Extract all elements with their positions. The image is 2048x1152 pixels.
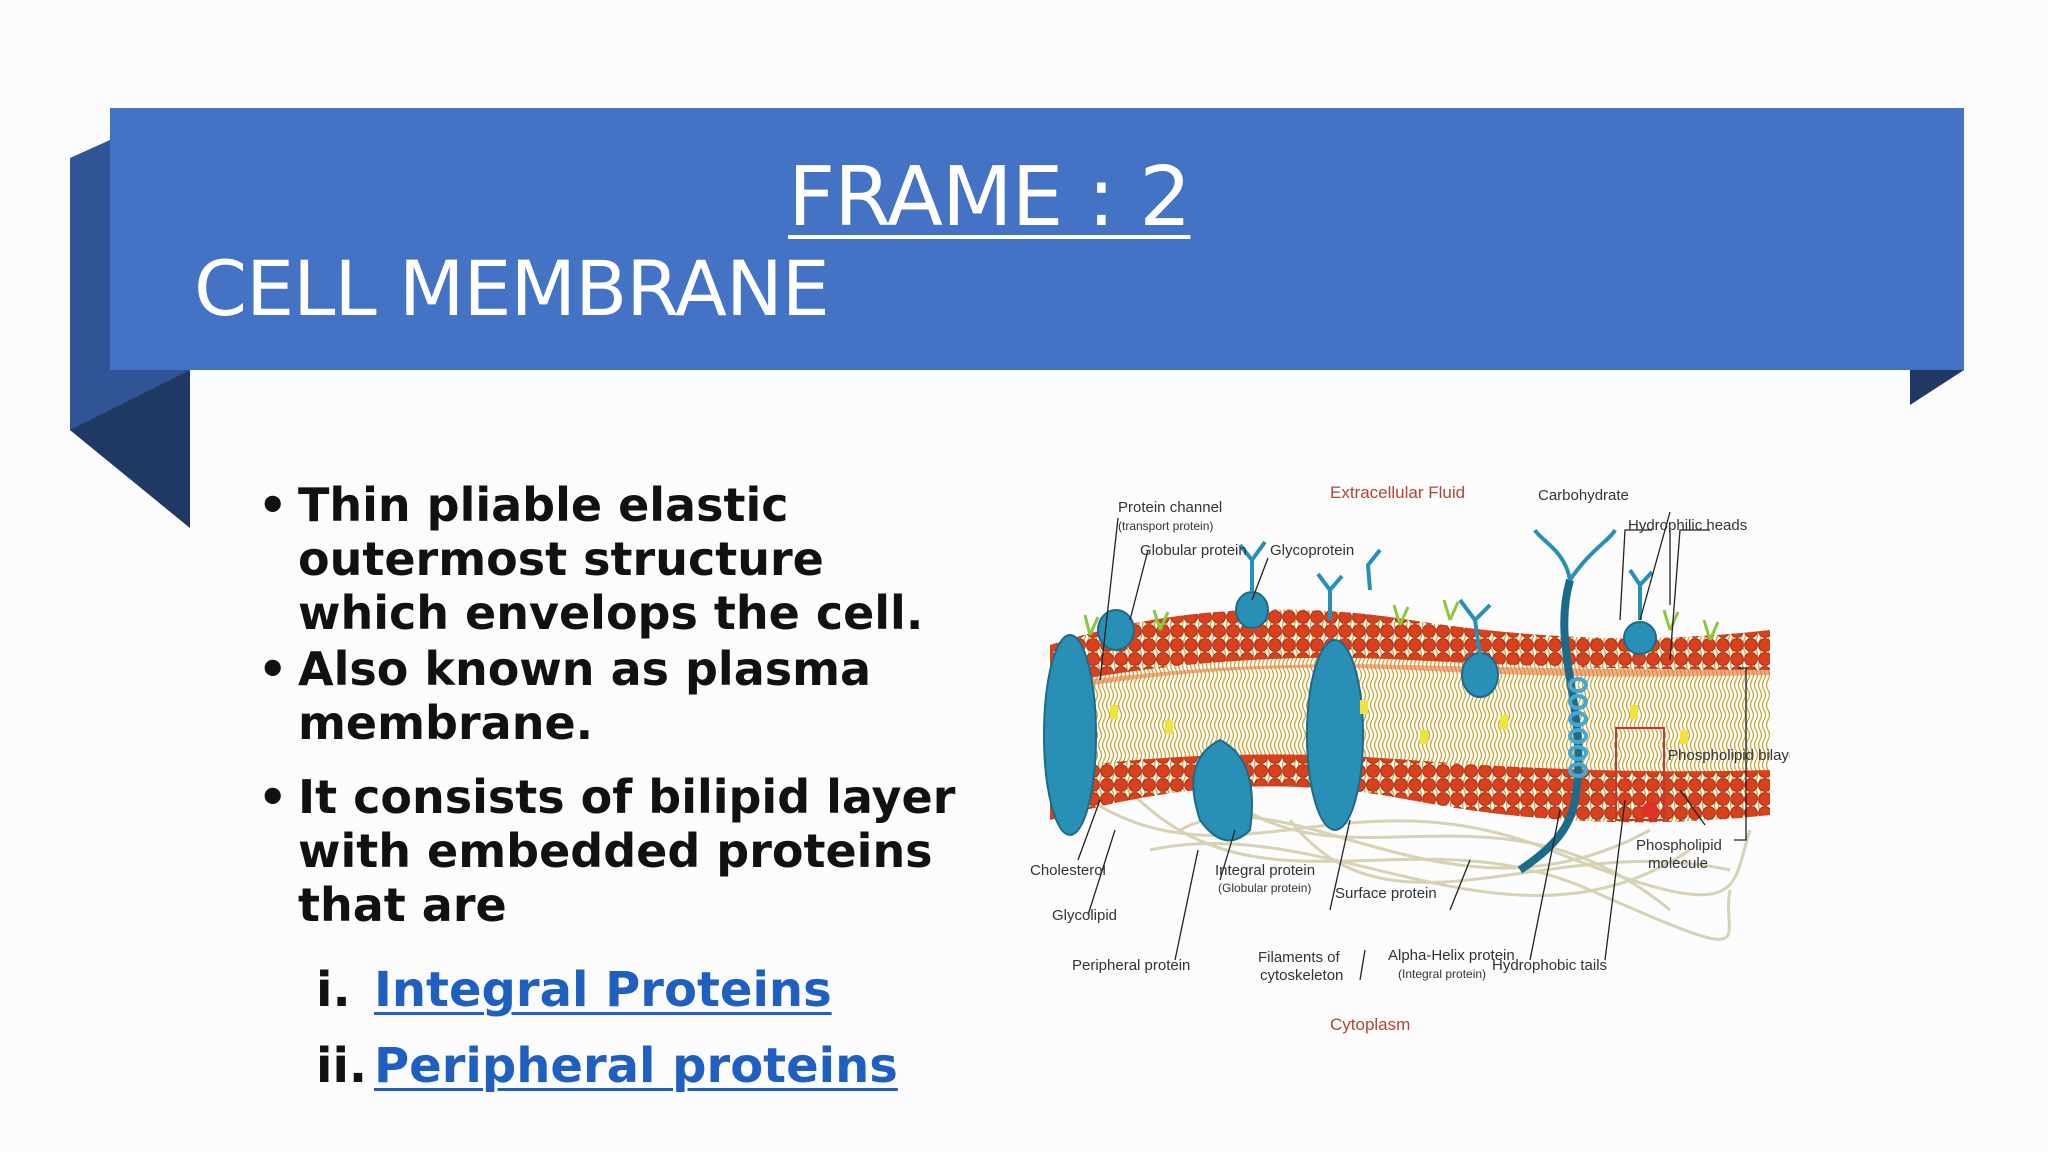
bullet-dot: • bbox=[258, 642, 288, 696]
alpha-helix-coils bbox=[1568, 677, 1588, 778]
bullet-item: •Thin pliable elastic outermost structur… bbox=[258, 478, 978, 640]
bullet-item: •It consists of bilipid layer with embed… bbox=[258, 770, 978, 932]
phospholipid-molecule-box bbox=[1615, 727, 1665, 821]
bullet-dot: • bbox=[258, 478, 288, 532]
phospholipid-bilayer bbox=[1050, 609, 1770, 823]
label-alpha-helix: Alpha-Helix protein bbox=[1388, 947, 1515, 964]
label-glycoprotein: Glycoprotein bbox=[1270, 542, 1354, 559]
slide-frame-title: FRAME : 2 bbox=[788, 150, 1191, 245]
label-cytoplasm: Cytoplasm bbox=[1330, 1015, 1410, 1034]
protein-type-list: i. Integral Proteins ii.Peripheral protei… bbox=[316, 952, 898, 1104]
label-carbohydrate: Carbohydrate bbox=[1538, 487, 1629, 504]
label-transport-protein: (transport protein) bbox=[1118, 519, 1213, 533]
bullet-text: Also known as plasma membrane. bbox=[298, 642, 872, 750]
membrane-proteins bbox=[1043, 578, 1657, 874]
bullet-dot: • bbox=[258, 770, 288, 824]
protein-type-item: ii.Peripheral proteins bbox=[316, 1028, 898, 1104]
phospholipid-molecule-head bbox=[1642, 802, 1658, 818]
label-cytoskeleton: cytoskeleton bbox=[1260, 967, 1343, 984]
banner-main bbox=[110, 108, 1964, 370]
carbohydrate-chains bbox=[1238, 528, 1654, 656]
label-protein-channel: Protein channel bbox=[1118, 499, 1222, 516]
list-numeral: ii. bbox=[316, 1038, 368, 1094]
slide-title: CELL MEMBRANE bbox=[194, 244, 830, 333]
bullet-text: Thin pliable elastic outermost structure… bbox=[298, 478, 924, 640]
label-hydrophobic-tails: Hydrophobic tails bbox=[1492, 957, 1607, 974]
label-phospholipid-bilayer: Phospholipid bilayer bbox=[1668, 747, 1790, 764]
protein-type-item: i. Integral Proteins bbox=[316, 952, 898, 1028]
label-integral-globular: (Globular protein) bbox=[1218, 881, 1311, 895]
label-filaments: Filaments of bbox=[1258, 949, 1341, 966]
bullet-text: It consists of bilipid layer with embedd… bbox=[298, 770, 956, 932]
bullet-list: •Thin pliable elastic outermost structur… bbox=[258, 478, 978, 952]
cholesterol-molecules bbox=[1110, 700, 1688, 744]
label-extracellular-fluid: Extracellular Fluid bbox=[1330, 483, 1465, 502]
label-surface-protein: Surface protein bbox=[1335, 885, 1437, 902]
label-integral-protein: Integral protein bbox=[1215, 862, 1315, 879]
label-hydrophilic-heads: Hydrophilic heads bbox=[1628, 517, 1747, 534]
banner-right-fold bbox=[1910, 370, 1964, 405]
integral-proteins-link[interactable]: Integral Proteins bbox=[374, 962, 832, 1018]
glycolipid-chains bbox=[1083, 599, 1720, 641]
label-glycolipid: Glycolipid bbox=[1052, 907, 1117, 924]
label-molecule: molecule bbox=[1648, 855, 1708, 872]
banner-left-fold-shadow bbox=[70, 370, 190, 528]
label-globular-protein: Globular protein bbox=[1140, 542, 1247, 559]
cell-membrane-diagram: Extracellular Fluid Protein channel (tra… bbox=[1030, 483, 1790, 1034]
label-cholesterol: Cholesterol bbox=[1030, 862, 1106, 879]
label-leader-lines bbox=[1077, 511, 1747, 981]
bullet-item: •Also known as plasma membrane. bbox=[258, 642, 978, 750]
label-alpha-helix-sub: (Integral protein) bbox=[1398, 967, 1486, 981]
label-peripheral-protein: Peripheral protein bbox=[1072, 957, 1190, 974]
label-phospholipid: Phospholipid bbox=[1636, 837, 1722, 854]
list-numeral: i. bbox=[316, 962, 351, 1018]
peripheral-proteins-link[interactable]: Peripheral proteins bbox=[374, 1038, 898, 1094]
